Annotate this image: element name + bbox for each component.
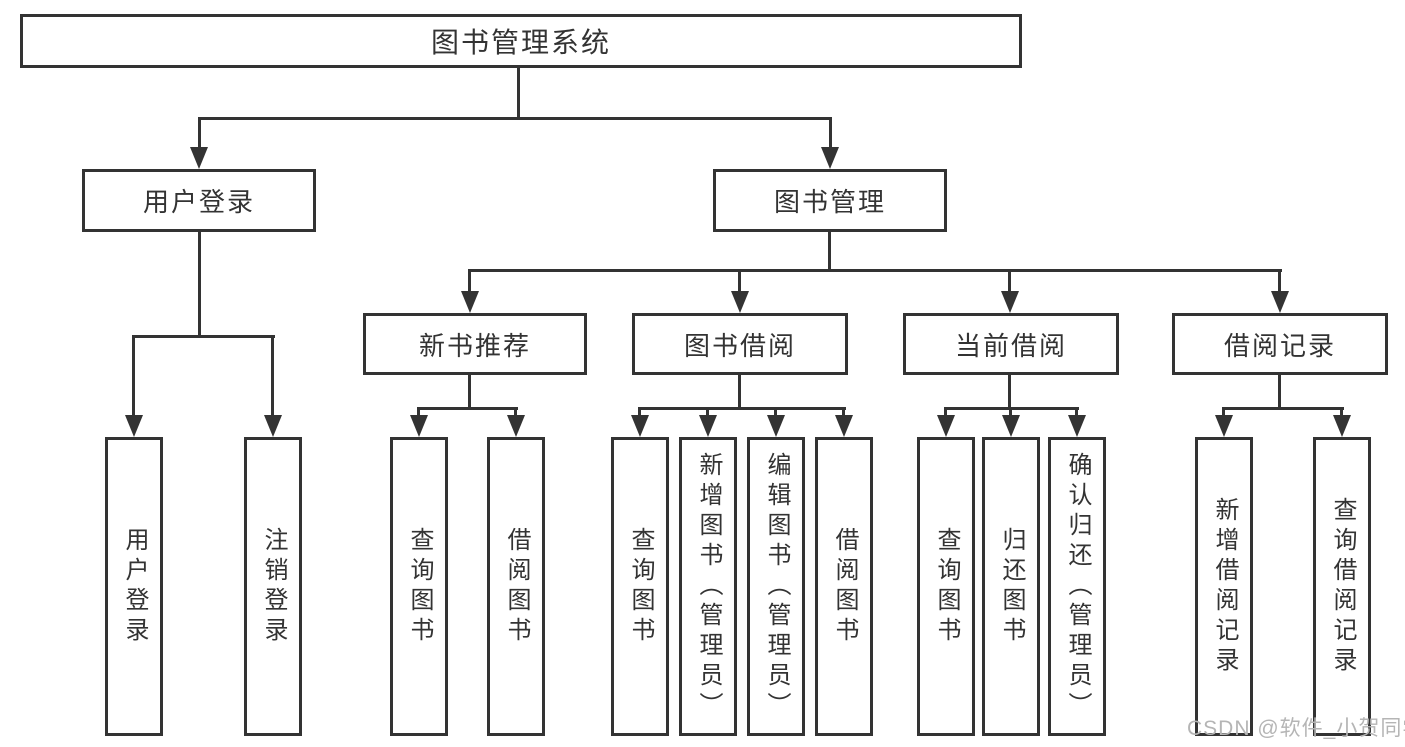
- connector-bb-query-drop: [638, 407, 641, 418]
- connector-borrow-records-drop: [1278, 269, 1281, 294]
- arrow-down-icon: [1271, 291, 1289, 313]
- connector-root-stem: [517, 68, 520, 118]
- connector-br-add-drop: [1222, 407, 1225, 418]
- leaf-bb-borrow-books-label: 借阅图书: [831, 526, 858, 647]
- connector-user-login-drop: [198, 117, 201, 150]
- node-book-borrow: 图书借阅: [632, 313, 848, 375]
- leaf-bb-query-books: 查询图书: [611, 437, 669, 736]
- arrow-down-icon: [1001, 291, 1019, 313]
- connector-new-book-rec-drop: [468, 269, 471, 294]
- connector-cb-query-drop: [944, 407, 947, 418]
- leaf-br-query-record-label: 查询借阅记录: [1329, 496, 1356, 677]
- leaf-logout: 注销登录: [244, 437, 302, 736]
- leaf-user-login: 用户登录: [105, 437, 163, 736]
- connector-nbr-bar: [418, 407, 518, 410]
- leaf-bb-add-books-admin-label: 新增图书（管理员）: [695, 451, 722, 722]
- arrow-down-icon: [937, 415, 955, 437]
- arrow-down-icon: [410, 415, 428, 437]
- connector-bb-edit-drop: [774, 407, 777, 418]
- connector-nbr-stem: [468, 374, 471, 408]
- leaf-br-add-record: 新增借阅记录: [1195, 437, 1253, 736]
- leaf-user-login-label: 用户登录: [121, 526, 148, 647]
- leaf-bb-edit-books-admin-label: 编辑图书（管理员）: [763, 451, 790, 722]
- connector-br-stem: [1278, 374, 1281, 408]
- leaf-nbr-query-books-label: 查询图书: [406, 526, 433, 647]
- connector-nbr-query-drop: [417, 407, 420, 418]
- leaf-nbr-borrow-books: 借阅图书: [487, 437, 545, 736]
- connector-bb-add-drop: [706, 407, 709, 418]
- arrow-down-icon: [1333, 415, 1351, 437]
- connector-leaf-logout-drop: [271, 335, 274, 418]
- connector-user-login-bar: [133, 335, 275, 338]
- leaf-br-query-record: 查询借阅记录: [1313, 437, 1371, 736]
- connector-bb-stem: [738, 374, 741, 408]
- connector-book-mgmt-stem: [828, 232, 831, 271]
- arrow-down-icon: [461, 291, 479, 313]
- connector-br-bar: [1223, 407, 1344, 410]
- leaf-cb-return-books-label: 归还图书: [998, 526, 1025, 647]
- leaf-cb-query-books-label: 查询图书: [933, 526, 960, 647]
- connector-user-login-stem: [198, 232, 201, 337]
- arrow-down-icon: [264, 415, 282, 437]
- leaf-bb-borrow-books: 借阅图书: [815, 437, 873, 736]
- leaf-bb-add-books-admin: 新增图书（管理员）: [679, 437, 737, 736]
- connector-bb-bar: [639, 407, 846, 410]
- connector-current-borrow-drop: [1008, 269, 1011, 294]
- leaf-nbr-query-books: 查询图书: [390, 437, 448, 736]
- arrow-down-icon: [835, 415, 853, 437]
- arrow-down-icon: [767, 415, 785, 437]
- node-current-borrow: 当前借阅: [903, 313, 1119, 375]
- connector-cb-bar: [945, 407, 1079, 410]
- connector-level2-bar: [198, 117, 832, 120]
- arrow-down-icon: [699, 415, 717, 437]
- leaf-bb-query-books-label: 查询图书: [627, 526, 654, 647]
- connector-book-mgmt-drop: [829, 117, 832, 150]
- connector-level3-bar: [469, 269, 1282, 272]
- node-book-mgmt: 图书管理: [713, 169, 947, 232]
- arrow-down-icon: [1002, 415, 1020, 437]
- arrow-down-icon: [1215, 415, 1233, 437]
- node-user-login: 用户登录: [82, 169, 316, 232]
- leaf-bb-edit-books-admin: 编辑图书（管理员）: [747, 437, 805, 736]
- arrow-down-icon: [731, 291, 749, 313]
- leaf-nbr-borrow-books-label: 借阅图书: [503, 526, 530, 647]
- node-library-system: 图书管理系统: [20, 14, 1022, 68]
- connector-cb-stem: [1008, 374, 1011, 408]
- leaf-cb-confirm-return-admin-label: 确认归还（管理员）: [1064, 451, 1091, 722]
- arrow-down-icon: [1068, 415, 1086, 437]
- node-borrow-records: 借阅记录: [1172, 313, 1388, 375]
- arrow-down-icon: [631, 415, 649, 437]
- connector-cb-return-drop: [1009, 407, 1012, 418]
- leaf-cb-query-books: 查询图书: [917, 437, 975, 736]
- connector-br-query-drop: [1340, 407, 1343, 418]
- connector-cb-confirm-drop: [1075, 407, 1078, 418]
- arrow-down-icon: [507, 415, 525, 437]
- arrow-down-icon: [125, 415, 143, 437]
- leaf-cb-return-books: 归还图书: [982, 437, 1040, 736]
- leaf-cb-confirm-return-admin: 确认归还（管理员）: [1048, 437, 1106, 736]
- arrow-down-icon: [190, 147, 208, 169]
- connector-leaf-login-drop: [132, 335, 135, 418]
- leaf-br-add-record-label: 新增借阅记录: [1211, 496, 1238, 677]
- csdn-watermark: CSDN @软件_小贺同学: [1187, 717, 1405, 740]
- leaf-logout-label: 注销登录: [260, 526, 287, 647]
- connector-book-borrow-drop: [738, 269, 741, 294]
- connector-nbr-borrow-drop: [514, 407, 517, 418]
- node-new-book-rec: 新书推荐: [363, 313, 587, 375]
- connector-bb-borrow-drop: [842, 407, 845, 418]
- arrow-down-icon: [821, 147, 839, 169]
